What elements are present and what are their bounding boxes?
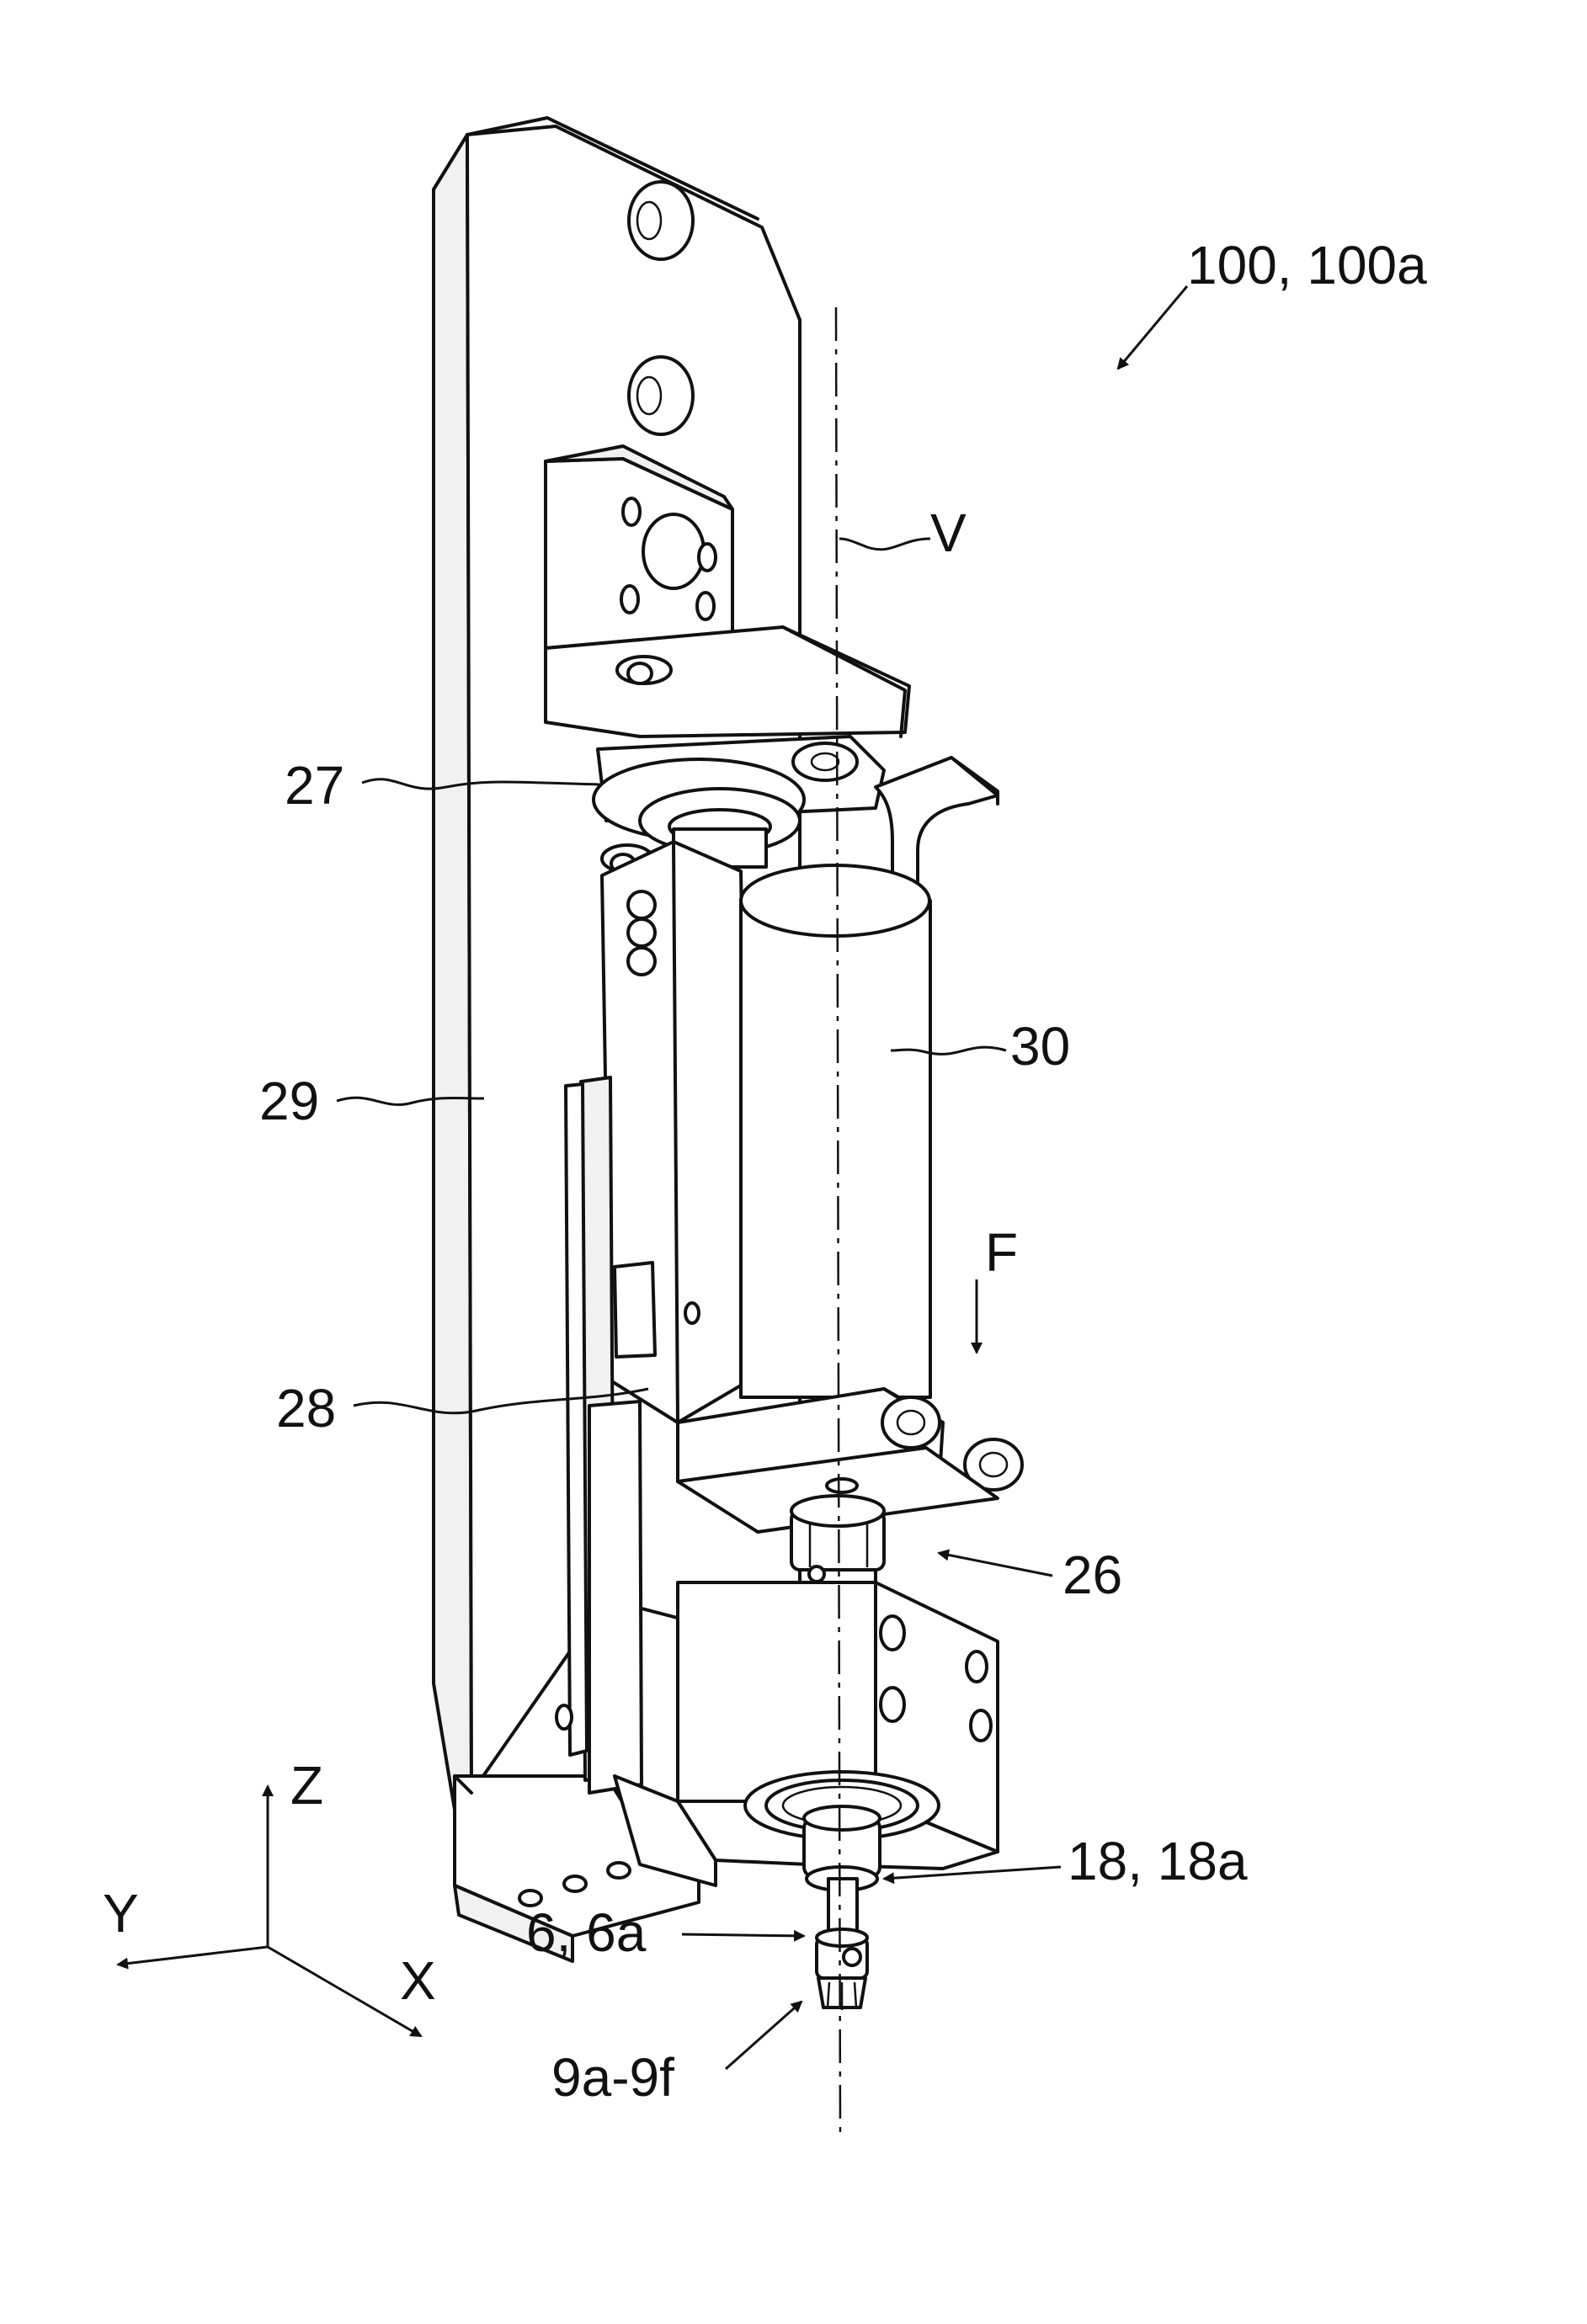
bearing-block bbox=[594, 737, 884, 873]
label-26: 26 bbox=[1062, 1545, 1122, 1605]
label-axis-y: Y bbox=[103, 1883, 139, 1944]
label-force-f: F bbox=[985, 1222, 1018, 1283]
label-6: 6, 6a bbox=[526, 1902, 647, 1963]
coordinate-axes bbox=[118, 1786, 421, 2036]
label-30: 30 bbox=[1010, 1016, 1070, 1077]
cylinder bbox=[741, 865, 930, 1397]
label-axis-v: V bbox=[930, 503, 967, 563]
label-18: 18, 18a bbox=[1068, 1831, 1248, 1891]
label-axis-x: X bbox=[400, 1950, 436, 2011]
label-axis-z: Z bbox=[290, 1755, 323, 1816]
label-27: 27 bbox=[285, 755, 344, 816]
label-29: 29 bbox=[259, 1071, 319, 1131]
tool-assembly bbox=[804, 1806, 880, 2010]
label-assembly: 100, 100a bbox=[1187, 235, 1427, 295]
label-9: 9a-9f bbox=[551, 2047, 674, 2108]
label-28: 28 bbox=[276, 1378, 336, 1439]
